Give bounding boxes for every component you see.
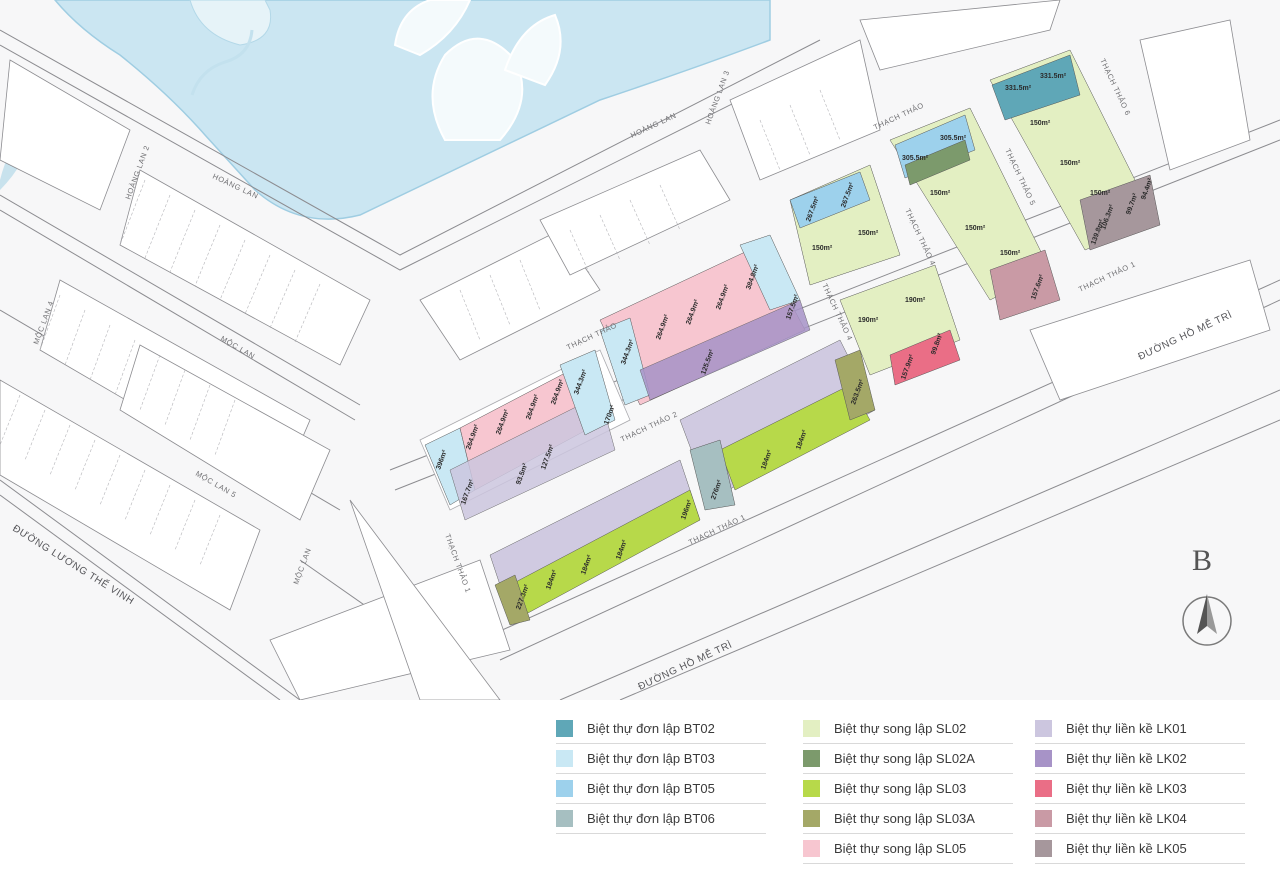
legend-label: Biệt thự đơn lập BT02 xyxy=(587,721,715,736)
development-block-5 xyxy=(789,164,961,386)
legend-item: Biệt thự liền kề LK04 xyxy=(1035,804,1245,834)
legend-item: Biệt thự đơn lập BT02 xyxy=(556,714,766,744)
plot-label: 150m² xyxy=(930,190,951,197)
legend-swatch xyxy=(556,810,573,827)
plot-label: 150m² xyxy=(1090,190,1111,197)
legend-swatch xyxy=(556,750,573,767)
legend-swatch xyxy=(1035,810,1052,827)
legend-label: Biệt thự liền kề LK04 xyxy=(1066,811,1187,826)
legend-item: Biệt thự đơn lập BT03 xyxy=(556,744,766,774)
legend-item: Biệt thự song lập SL02 xyxy=(803,714,1013,744)
legend-swatch xyxy=(803,780,820,797)
legend-label: Biệt thự liền kề LK01 xyxy=(1066,721,1187,736)
legend-swatch xyxy=(1035,840,1052,857)
legend-label: Biệt thự đơn lập BT06 xyxy=(587,811,715,826)
development-block-1 xyxy=(419,349,631,521)
site-plan-canvas: HOÀNG LAN HOÀNG LAN HOÀNG LAN 2 HOÀNG LA… xyxy=(0,0,1280,700)
legend-label: Biệt thự song lập SL05 xyxy=(834,841,967,856)
legend-swatch xyxy=(1035,780,1052,797)
road-label: THẠCH THẢO 6 xyxy=(1098,57,1132,117)
legend-label: Biệt thự song lập SL02 xyxy=(834,721,967,736)
legend-column-3: Biệt thự liền kề LK01 Biệt thự liền kề L… xyxy=(1035,714,1245,864)
plot-label: 150m² xyxy=(1000,250,1021,257)
development-block-7 xyxy=(989,49,1161,251)
legend: Biệt thự đơn lập BT02 Biệt thự đơn lập B… xyxy=(0,700,1280,877)
legend-item: Biệt thự liền kề LK02 xyxy=(1035,744,1245,774)
lake-stream xyxy=(190,29,254,96)
north-letter: B xyxy=(1192,544,1213,577)
plot-label: 305.5m² xyxy=(902,155,929,162)
legend-swatch xyxy=(1035,750,1052,767)
legend-label: Biệt thự song lập SL03 xyxy=(834,781,967,796)
legend-item: Biệt thự liền kề LK01 xyxy=(1035,714,1245,744)
legend-swatch xyxy=(1035,720,1052,737)
site-plan-map: HOÀNG LAN HOÀNG LAN HOÀNG LAN 2 HOÀNG LA… xyxy=(0,0,1280,700)
development-block-4 xyxy=(679,339,876,511)
legend-item: Biệt thự song lập SL03 xyxy=(803,774,1013,804)
legend-swatch xyxy=(556,780,573,797)
legend-label: Biệt thự liền kề LK02 xyxy=(1066,751,1187,766)
road-label: THẠCH THẢO 1 xyxy=(1077,259,1137,293)
north-arrow-icon xyxy=(1182,594,1232,646)
road-label: MỘC LAN xyxy=(219,334,257,361)
legend-item: Biệt thự song lập SL05 xyxy=(803,834,1013,864)
plot-label: 190m² xyxy=(905,297,926,304)
plot-label: 331.5m² xyxy=(1040,73,1067,80)
legend-swatch xyxy=(803,840,820,857)
plot-label: 331.5m² xyxy=(1005,85,1032,92)
plot-label: 305.5m² xyxy=(940,135,967,142)
legend-label: Biệt thự song lập SL02A xyxy=(834,751,975,766)
lake xyxy=(54,0,771,220)
legend-label: Biệt thự liền kề LK03 xyxy=(1066,781,1187,796)
legend-label: Biệt thự song lập SL03A xyxy=(834,811,975,826)
plot-label: 150m² xyxy=(1060,160,1081,167)
legend-item: Biệt thự liền kề LK05 xyxy=(1035,834,1245,864)
legend-item: Biệt thự đơn lập BT06 xyxy=(556,804,766,834)
legend-label: Biệt thự đơn lập BT05 xyxy=(587,781,715,796)
legend-column-1: Biệt thự đơn lập BT02 Biệt thự đơn lập B… xyxy=(556,714,766,834)
plot-label: 150m² xyxy=(1030,120,1051,127)
legend-label: Biệt thự liền kề LK05 xyxy=(1066,841,1187,856)
road-label: HOÀNG LAN xyxy=(629,111,678,140)
legend-swatch xyxy=(803,720,820,737)
road-label: MỘC LAN xyxy=(291,547,313,586)
legend-swatch xyxy=(803,810,820,827)
road-label: THẠCH THẢO xyxy=(872,101,925,132)
plot-label: 150m² xyxy=(812,245,833,252)
legend-swatch xyxy=(803,750,820,767)
plot-label: 150m² xyxy=(965,225,986,232)
plot-label: 190m² xyxy=(858,317,879,324)
plot-label: 150m² xyxy=(858,230,879,237)
legend-item: Biệt thự song lập SL03A xyxy=(803,804,1013,834)
development-block-6 xyxy=(889,107,1061,321)
legend-label: Biệt thự đơn lập BT03 xyxy=(587,751,715,766)
development-block-3 xyxy=(489,459,701,626)
legend-item: Biệt thự liền kề LK03 xyxy=(1035,774,1245,804)
leaf-decoration-icon xyxy=(393,0,562,141)
road-label: THẠCH THẢO 4 xyxy=(903,207,937,267)
legend-item: Biệt thự song lập SL02A xyxy=(803,744,1013,774)
legend-item: Biệt thự đơn lập BT05 xyxy=(556,774,766,804)
legend-column-2: Biệt thự song lập SL02 Biệt thự song lập… xyxy=(803,714,1013,864)
undeveloped-blocks xyxy=(0,0,1271,700)
development-block-2 xyxy=(599,234,811,406)
legend-swatch xyxy=(556,720,573,737)
parcel-lines xyxy=(0,89,841,566)
